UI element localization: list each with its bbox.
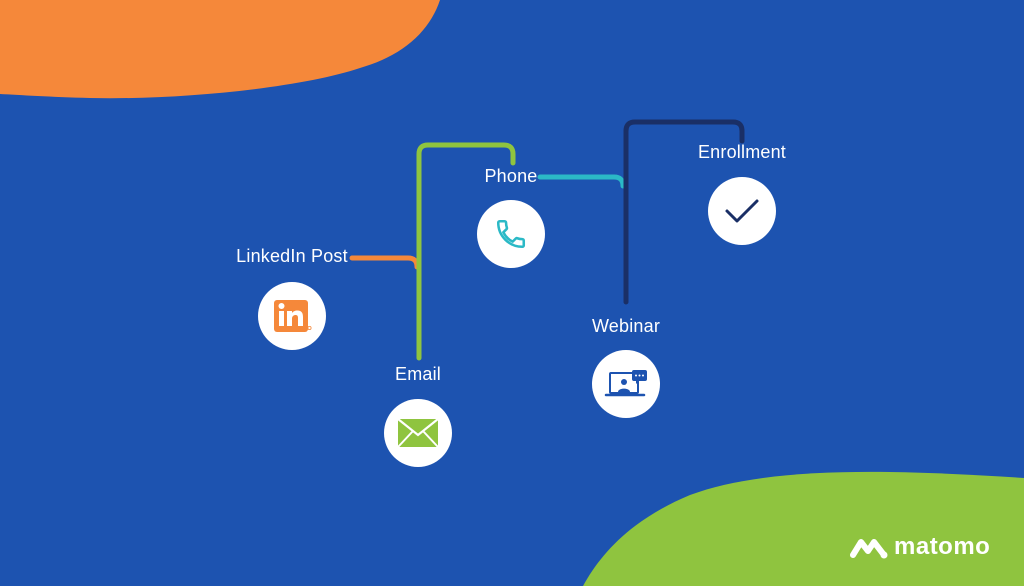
linkedin-node <box>258 282 326 350</box>
phone-label: Phone <box>484 166 538 186</box>
linkedin-post-label: LinkedIn Post <box>236 246 348 266</box>
webinar-label: Webinar <box>591 316 661 336</box>
linkedin-icon <box>274 300 312 332</box>
webinar-icon <box>604 370 647 397</box>
enrollment-label: Enrollment <box>697 142 787 162</box>
email-label: Email <box>394 364 442 384</box>
phone-node <box>477 200 545 268</box>
connector-phone-webinar <box>537 174 626 189</box>
connector-webinar-enrollment <box>623 119 745 305</box>
matomo-logo-icon <box>850 539 888 559</box>
envelope-icon <box>397 418 439 448</box>
email-node <box>384 399 452 467</box>
webinar-node <box>592 350 660 418</box>
brand-name: matomo <box>894 533 991 560</box>
checkmark-icon <box>725 199 759 223</box>
connector-email-phone <box>416 142 516 361</box>
phone-icon <box>496 219 526 249</box>
connector-linkedin-email <box>349 255 420 270</box>
matomo-brand: matomo <box>850 533 990 561</box>
enrollment-node <box>708 177 776 245</box>
green-blob-shape <box>583 471 1024 586</box>
orange-blob-shape <box>0 0 440 99</box>
